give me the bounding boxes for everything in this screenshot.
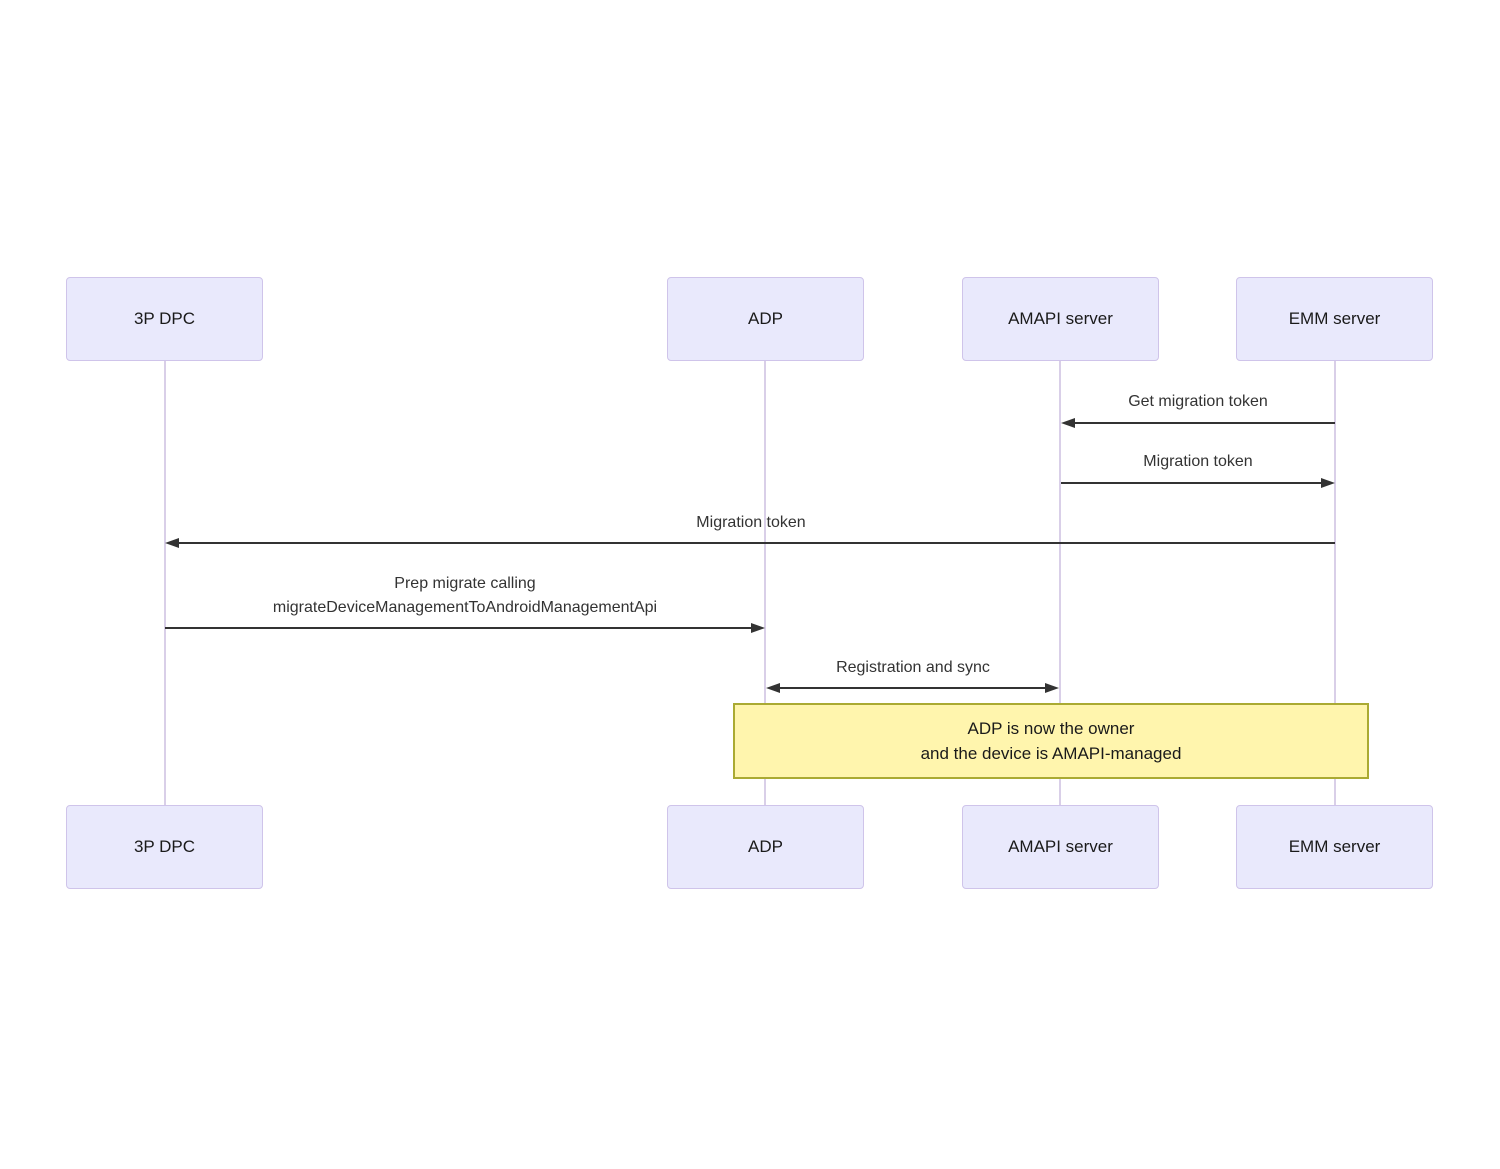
message-label-migration-token-to-dpc: Migration token [696, 514, 806, 531]
arrow-shaft [171, 542, 1335, 544]
actor-label: AMAPI server [1008, 309, 1113, 328]
message-arrow-migration-token-to-dpc [165, 537, 1335, 549]
actor-label: ADP [748, 309, 783, 328]
arrowhead-left-icon [1061, 418, 1075, 428]
message-label-prep-migrate: Prep migrate calling migrateDeviceManage… [272, 575, 658, 616]
arrow-shaft [772, 687, 1053, 689]
message-arrow-registration-and-sync [766, 682, 1059, 694]
actor-bottom-adp: ADP [667, 805, 864, 889]
note-line: and the device is AMAPI-managed [920, 744, 1182, 763]
message-label-registration-and-sync: Registration and sync [836, 659, 990, 676]
arrowhead-right-icon [751, 623, 765, 633]
arrowhead-right-icon [1045, 683, 1059, 693]
message-arrow-prep-migrate [165, 622, 765, 634]
arrow-shaft [1061, 482, 1329, 484]
actor-top-emm-server: EMM server [1236, 277, 1433, 361]
message-arrow-migration-token-to-emm [1061, 477, 1335, 489]
lifeline-3p-dpc [164, 361, 166, 805]
arrow-shaft [1067, 422, 1335, 424]
lifeline-emm-server [1334, 361, 1336, 805]
message-arrow-get-migration-token [1061, 417, 1335, 429]
message-label-get-migration-token: Get migration token [1128, 393, 1268, 410]
actor-bottom-3p-dpc: 3P DPC [66, 805, 263, 889]
actor-label: EMM server [1288, 309, 1381, 328]
arrowhead-left-icon [766, 683, 780, 693]
actor-bottom-emm-server: EMM server [1236, 805, 1433, 889]
actor-label: ADP [748, 837, 783, 856]
lifeline-adp [764, 361, 766, 805]
actor-label: 3P DPC [133, 309, 196, 328]
actor-top-amapi-server: AMAPI server [962, 277, 1159, 361]
actor-top-3p-dpc: 3P DPC [66, 277, 263, 361]
actor-label: AMAPI server [1008, 837, 1113, 856]
actor-label: 3P DPC [133, 837, 196, 856]
lifeline-amapi-server [1059, 361, 1061, 805]
arrowhead-right-icon [1321, 478, 1335, 488]
arrow-shaft [165, 627, 759, 629]
actor-bottom-amapi-server: AMAPI server [962, 805, 1159, 889]
note-line: ADP is now the owner [967, 719, 1135, 738]
actor-label: EMM server [1288, 837, 1381, 856]
arrowhead-left-icon [165, 538, 179, 548]
note-adp-owner: ADP is now the owner and the device is A… [733, 703, 1369, 779]
message-label-migration-token-to-emm: Migration token [1143, 453, 1253, 470]
actor-top-adp: ADP [667, 277, 864, 361]
